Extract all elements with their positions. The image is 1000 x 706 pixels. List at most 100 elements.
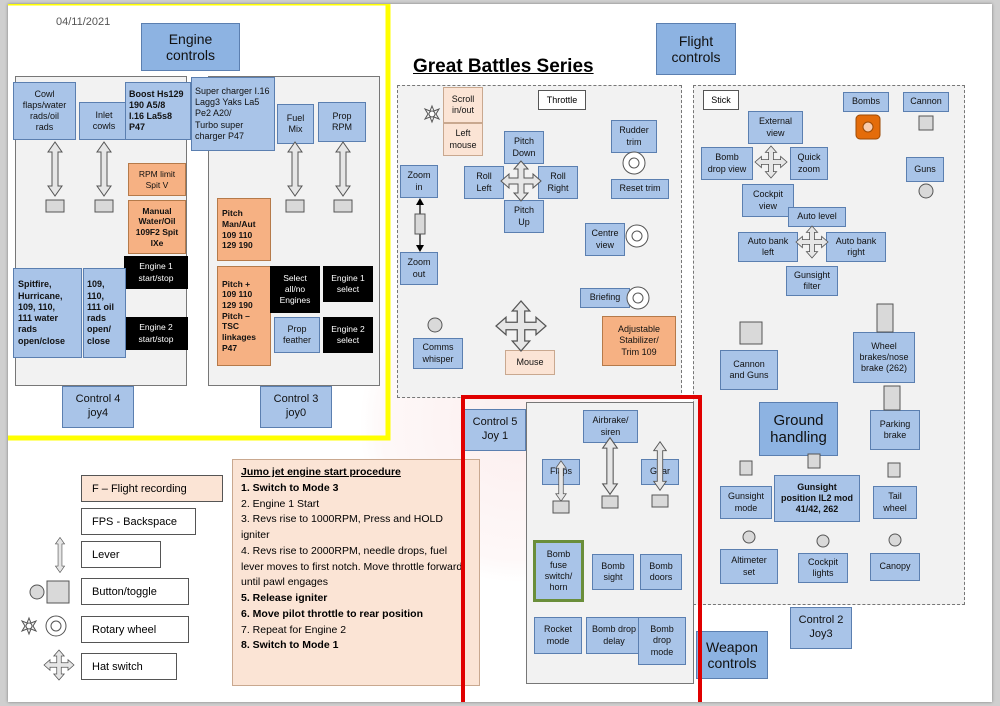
airbrake-siren-box: Airbrake/ siren	[583, 410, 638, 443]
ground-handling-header: Ground handling	[759, 402, 838, 456]
stick-label: Stick	[703, 90, 739, 110]
centre-view-box: Centre view	[585, 223, 625, 256]
auto-level-box: Auto level	[788, 207, 846, 227]
autobank-hat-icon	[795, 225, 829, 259]
flight-controls-header: Flight controls	[656, 23, 736, 75]
comms-whisper-box: Comms whisper	[413, 338, 463, 369]
cowl-lever-icon	[47, 141, 63, 197]
reset-trim-box: Reset trim	[611, 179, 669, 199]
bomb-drop-view-box: Bomb drop view	[701, 147, 753, 180]
airbrake-lever-icon	[602, 437, 618, 495]
adjustable-stabilizer-box: Adjustable Stabilizer/ Trim 109	[602, 316, 676, 366]
cockpit-lights-box: Cockpit lights	[798, 553, 848, 583]
roll-right-box: Roll Right	[538, 166, 578, 199]
control3-label: Control 3 joy0	[260, 386, 332, 428]
bomb-drop-mode-box: Bomb drop mode	[638, 617, 686, 665]
jumo-procedure-box: Jumo jet engine start procedure 1. Switc…	[232, 459, 480, 686]
weapon-section-frame	[461, 395, 702, 702]
legend-hat-icon	[43, 649, 75, 681]
pitch-up-box: Pitch Up	[504, 200, 544, 233]
parking-brake-box: Parking brake	[870, 410, 920, 450]
cannon-button-icon	[918, 115, 934, 131]
engine-section-frame	[8, 4, 391, 441]
manual-water-oil-box: Manual Water/Oil 109F2 Spit IXe	[128, 200, 186, 254]
legend-fps: FPS - Backspace	[81, 508, 196, 535]
proprpm-lever-base	[333, 199, 353, 213]
date-label: 04/11/2021	[56, 16, 111, 28]
page-title: Great Battles Series	[413, 56, 594, 77]
auto-bank-right-box: Auto bank right	[826, 232, 886, 262]
fuelmix-lever-icon	[287, 141, 303, 197]
control-map-sheet: 04/11/2021 Great Battles Series Engine c…	[8, 4, 992, 702]
legend-lever: Lever	[81, 541, 161, 568]
jumo-step: 8. Switch to Mode 1	[241, 639, 339, 652]
fuelmix-lever-base	[285, 199, 305, 213]
bomb-doors-box: Bomb doors	[640, 554, 682, 590]
throttle-label: Throttle	[538, 90, 586, 110]
pitch-roll-hat-icon	[500, 160, 542, 202]
bombs-box: Bombs	[843, 92, 889, 112]
jumo-step: 3. Revs rise to 1000RPM, Press and HOLD …	[241, 513, 443, 541]
legend-flight-recording: F – Flight recording	[81, 475, 223, 502]
view-hat-icon	[754, 145, 788, 179]
pitch-plus-minus-box: Pitch + 109 110 129 190 Pitch – TSC link…	[217, 266, 271, 366]
parking-brake-lever-icon	[883, 385, 901, 411]
rudder-trim-box: Rudder trim	[611, 120, 657, 153]
engine2-startstop-box: Engine 2 start/stop	[124, 317, 188, 350]
supercharger-box: Super charger I.16 Lagg3 Yaks La5 Pe2 A2…	[191, 77, 275, 151]
gunsight-mode-button-icon	[739, 460, 753, 476]
pitch-down-box: Pitch Down	[504, 131, 544, 164]
select-all-engines-box: Select all/no Engines	[270, 266, 320, 313]
pitch-manual-auto-box: Pitch Man/Aut 109 110 129 190	[217, 198, 271, 261]
zoom-lever-icon	[414, 198, 426, 252]
prop-rpm-box: Prop RPM	[318, 102, 366, 142]
wheel-brakes-box: Wheel brakes/nose brake (262)	[853, 332, 915, 383]
legend-hat-switch: Hat switch	[81, 653, 177, 680]
canopy-button-icon	[888, 533, 902, 547]
scroll-wheel-icon	[423, 104, 441, 124]
gear-lever-icon	[653, 441, 667, 491]
cannon-guns-button-icon	[739, 321, 763, 345]
altimeter-button-icon	[742, 530, 756, 544]
jumo-title: Jumo jet engine start procedure	[241, 466, 401, 478]
quick-zoom-box: Quick zoom	[790, 147, 828, 180]
boost-box: Boost Hs129 190 A5/8 I.16 La5s8 P47	[125, 82, 191, 140]
legend-button-icon	[29, 584, 45, 600]
auto-bank-left-box: Auto bank left	[738, 232, 798, 262]
prop-feather-box: Prop feather	[274, 317, 320, 353]
inlet-cowls-box: Inlet cowls	[79, 102, 129, 140]
gunsight-mode-box: Gunsight mode	[720, 486, 772, 519]
rocket-mode-box: Rocket mode	[534, 617, 582, 654]
proprpm-lever-icon	[335, 141, 351, 197]
gunsight-filter-box: Gunsight filter	[786, 266, 838, 296]
altimeter-set-box: Altimeter set	[720, 549, 778, 584]
diagram-overlay	[8, 4, 934, 702]
cannon-box: Cannon	[903, 92, 949, 112]
jumo-step: 6. Move pilot throttle to rear position	[241, 607, 424, 620]
bomb-sight-box: Bomb sight	[592, 554, 634, 590]
guns-box: Guns	[906, 157, 944, 182]
control5-label: Control 5 Joy 1	[464, 409, 526, 451]
tail-wheel-button-icon	[887, 462, 901, 478]
external-view-box: External view	[748, 111, 803, 144]
cockpit-lights-button-icon	[816, 534, 830, 548]
jumo-step: 1. Switch to Mode 3	[241, 481, 339, 494]
guns-button-icon	[918, 183, 934, 199]
gunsight-pos-button-icon	[807, 453, 821, 469]
tail-wheel-box: Tail wheel	[873, 486, 917, 519]
rpm-limit-box: RPM limit Spit V	[128, 163, 186, 196]
spitfire-water-rads-box: Spitfire, Hurricane, 109, 110, 111 water…	[13, 268, 82, 358]
oil-rads-box: 109, 110, 111 oil rads open/ close	[83, 268, 126, 358]
left-mouse-box: Left mouse	[443, 123, 483, 156]
mouse-box: Mouse	[505, 350, 555, 375]
engine2-select-box: Engine 2 select	[323, 317, 373, 353]
cockpit-view-box: Cockpit view	[742, 184, 794, 217]
legend-button-toggle: Button/toggle	[81, 578, 189, 605]
cowl-flaps-box: Cowl flaps/water rads/oil rads	[13, 82, 76, 140]
jumo-step: 4. Revs rise to 2000RPM, needle drops, f…	[241, 544, 463, 589]
canopy-box: Canopy	[870, 553, 920, 581]
zoom-out-box: Zoom out	[400, 252, 438, 285]
jumo-step: 7. Repeat for Engine 2	[241, 623, 347, 636]
legend-rotary-icon	[20, 616, 38, 636]
control2-label: Control 2 Joy3	[790, 607, 852, 649]
